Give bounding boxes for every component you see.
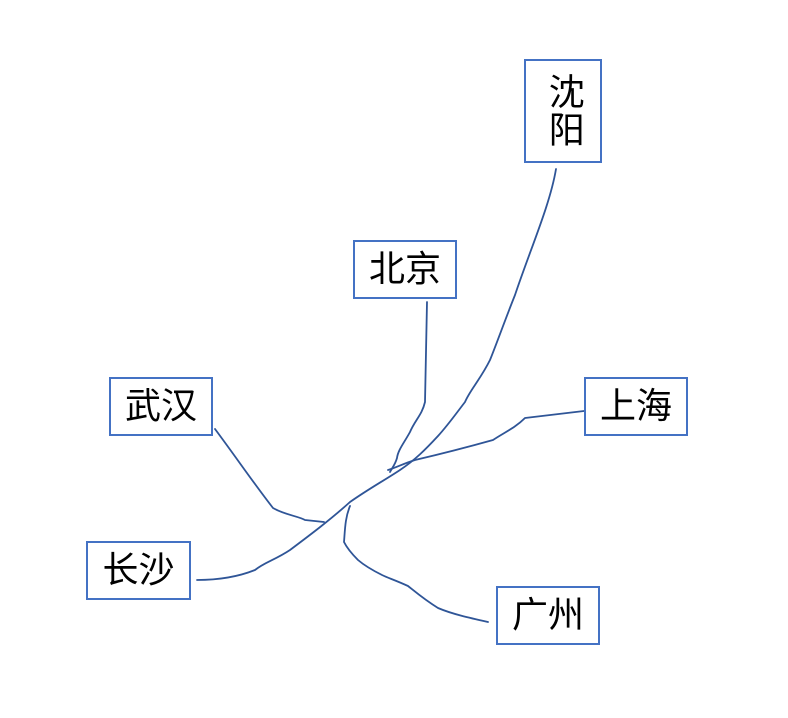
- node-label-beijing: 北京: [368, 248, 441, 290]
- connector-wuhan: [214, 428, 325, 523]
- node-changsha[interactable]: 长沙: [86, 541, 191, 600]
- node-beijing[interactable]: 北京: [353, 240, 457, 299]
- node-shanghai[interactable]: 上海: [584, 377, 688, 436]
- node-label-shanghai: 上海: [599, 385, 672, 427]
- connector-beijing: [389, 301, 428, 473]
- connector-shenyang: [196, 168, 557, 581]
- node-label-wuhan: 武汉: [124, 385, 197, 427]
- node-shenyang[interactable]: 沈阳: [524, 59, 602, 163]
- node-label-changsha: 长沙: [102, 549, 175, 591]
- node-wuhan[interactable]: 武汉: [109, 377, 213, 436]
- node-guangzhou[interactable]: 广州: [496, 586, 600, 645]
- node-label-shenyang: 沈阳: [542, 73, 584, 149]
- node-label-guangzhou: 广州: [511, 594, 584, 636]
- connector-shanghai: [387, 410, 585, 471]
- connector-guangzhou: [343, 505, 489, 623]
